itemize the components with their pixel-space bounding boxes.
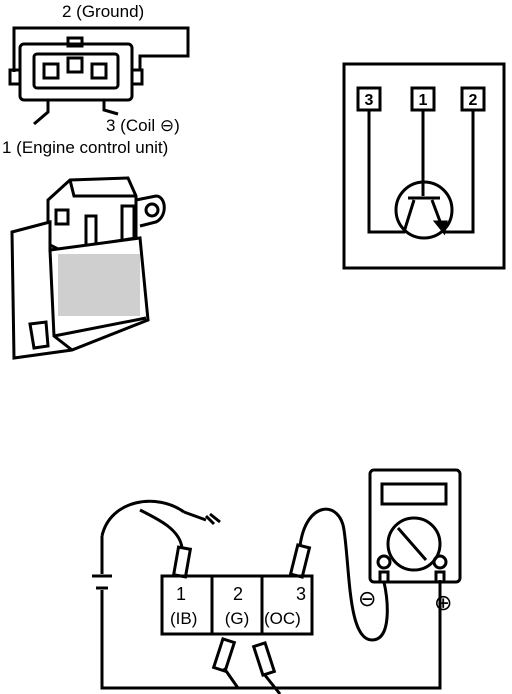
clip-terminal-3 bbox=[288, 543, 312, 579]
multimeter-needle bbox=[396, 527, 428, 561]
label-pin1-ecu: 1 (Engine control unit) bbox=[2, 138, 168, 157]
leader-pin1 bbox=[33, 100, 50, 126]
meter-plus-icon: ⊕ bbox=[434, 590, 452, 615]
lead-plus bbox=[222, 580, 442, 690]
clip-terminal-2a bbox=[211, 636, 237, 674]
terminal-3 bbox=[90, 62, 108, 80]
leader-pin3 bbox=[102, 100, 119, 116]
ground-wire bbox=[12, 26, 190, 72]
collector-lead bbox=[367, 110, 416, 234]
cell-2-number: 2 bbox=[233, 584, 243, 604]
module-terminal-left bbox=[54, 208, 70, 226]
cell-3-tag: (OC) bbox=[264, 609, 301, 628]
multimeter-port-plus bbox=[434, 570, 446, 584]
test-circuit bbox=[92, 468, 462, 694]
multimeter-jack-plus bbox=[432, 554, 448, 570]
ignition-module-drawing bbox=[10, 176, 166, 360]
meter-minus-icon: ⊖ bbox=[358, 586, 376, 611]
emitter-lead bbox=[430, 110, 475, 234]
terminal-1 bbox=[42, 62, 60, 80]
connector-socket bbox=[32, 52, 120, 90]
battery-wire-bottom bbox=[100, 590, 238, 690]
probe-tip bbox=[204, 512, 221, 526]
label-pin3-coil: 3 (Coil ⊖) bbox=[106, 116, 180, 135]
connector-latch bbox=[66, 36, 84, 48]
connector-pinout bbox=[8, 26, 190, 126]
clip-terminal-2b bbox=[251, 640, 277, 678]
lead-minus bbox=[298, 507, 389, 642]
clip-terminal-1 bbox=[171, 545, 193, 579]
probe-body bbox=[183, 510, 207, 522]
lead-battery-probe bbox=[100, 499, 185, 537]
right-ear bbox=[132, 68, 144, 86]
left-ear bbox=[8, 68, 20, 86]
schematic-pin-2: 2 bbox=[469, 92, 478, 109]
cell-1-tag: (IB) bbox=[170, 609, 197, 628]
cell-1-number: 1 bbox=[176, 584, 186, 604]
label-pin2-ground: 2 (Ground) bbox=[62, 2, 144, 21]
multimeter-port-minus bbox=[378, 570, 390, 584]
test-connector bbox=[160, 574, 314, 636]
emitter-arrow bbox=[432, 220, 448, 236]
cell-3-number: 3 bbox=[296, 584, 306, 604]
schematic-frame bbox=[342, 62, 506, 270]
multimeter-dial bbox=[386, 516, 442, 572]
terminal-2 bbox=[66, 56, 84, 74]
schematic-pin-3: 3 bbox=[365, 92, 374, 109]
schematic-pin-1: 1 bbox=[419, 92, 428, 109]
cell-2-tag: (G) bbox=[225, 609, 250, 628]
connector-housing bbox=[18, 42, 134, 102]
multimeter-jack-minus bbox=[376, 554, 392, 570]
multimeter-body bbox=[368, 468, 462, 584]
transistor-schematic bbox=[342, 62, 506, 270]
module-textured-panel bbox=[58, 254, 140, 316]
multimeter-display bbox=[380, 482, 448, 506]
